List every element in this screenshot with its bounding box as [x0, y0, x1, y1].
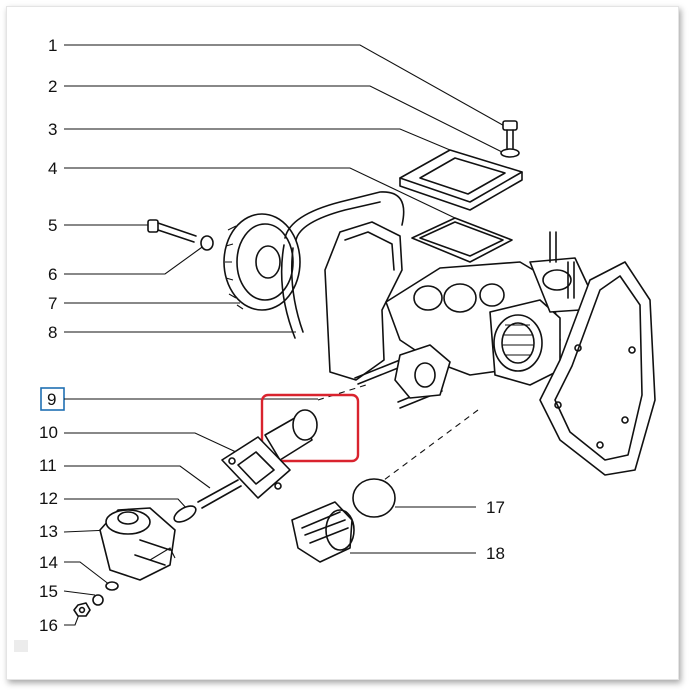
part-1-bolt [502, 120, 518, 149]
part-5-bolt [147, 219, 197, 243]
callout-15[interactable]: 15 [39, 582, 58, 601]
part-13-pump [99, 507, 176, 581]
callout-6[interactable]: 6 [48, 265, 57, 284]
part-10-plate [221, 436, 291, 499]
part-3-cover [399, 149, 523, 211]
callout-8[interactable]: 8 [48, 323, 57, 342]
part-11-stud [197, 479, 242, 509]
callout-1[interactable]: 1 [48, 36, 57, 55]
callout-3[interactable]: 3 [48, 120, 57, 139]
part-main-body [324, 221, 656, 476]
part-17-disc [352, 478, 396, 518]
part-2-washer [500, 148, 520, 158]
callout-10[interactable]: 10 [39, 423, 58, 442]
part-14-washer [105, 581, 119, 591]
callout-14[interactable]: 14 [39, 553, 58, 572]
callout-9[interactable]: 9 [47, 390, 56, 409]
part-15-washer [92, 594, 104, 606]
part-9-plug [264, 409, 318, 461]
callout-18[interactable]: 18 [486, 544, 505, 563]
callout-5[interactable]: 5 [48, 216, 57, 235]
highlight-box [260, 393, 360, 463]
callout-7[interactable]: 7 [48, 294, 57, 313]
callout-2[interactable]: 2 [48, 77, 57, 96]
corner-mark [14, 640, 28, 652]
part-6-washer [200, 235, 214, 251]
part-4-gasket [411, 217, 513, 263]
callout-16[interactable]: 16 [39, 616, 58, 635]
callout-11[interactable]: 11 [39, 456, 57, 475]
part-18-cap [291, 501, 355, 563]
part-7-pulley [223, 213, 301, 311]
callout-13[interactable]: 13 [39, 522, 58, 541]
callout-12[interactable]: 12 [39, 489, 58, 508]
leader-lines [63, 44, 509, 626]
part-8-belt [280, 191, 405, 339]
part-16-nut [73, 602, 91, 617]
callout-17[interactable]: 17 [486, 498, 505, 517]
callout-4[interactable]: 4 [48, 159, 57, 178]
part-12-oring [173, 505, 197, 523]
